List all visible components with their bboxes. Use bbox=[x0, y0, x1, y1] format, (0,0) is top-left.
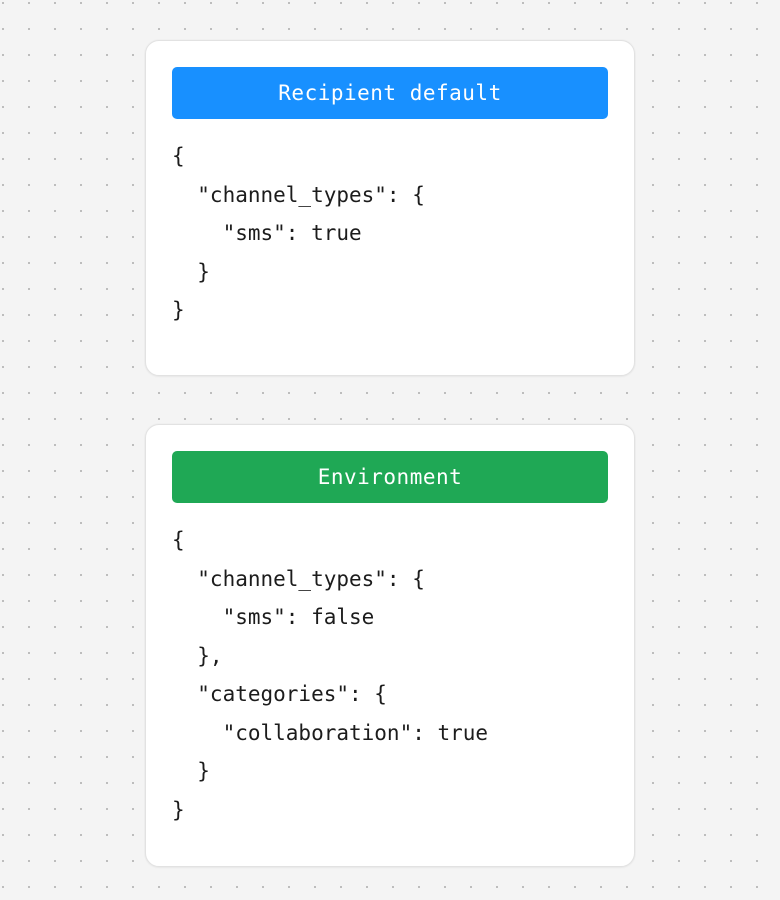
card-header-recipient-default: Recipient default bbox=[172, 67, 608, 119]
card-environment[interactable]: Environment { "channel_types": { "sms": … bbox=[145, 424, 635, 867]
card-title: Recipient default bbox=[278, 81, 502, 105]
card-recipient-default[interactable]: Recipient default { "channel_types": { "… bbox=[145, 40, 635, 376]
card-title: Environment bbox=[317, 465, 463, 489]
json-code-block-environment: { "channel_types": { "sms": false }, "ca… bbox=[172, 528, 489, 822]
json-code-block-recipient-default: { "channel_types": { "sms": true } } bbox=[172, 144, 425, 322]
card-header-environment: Environment bbox=[172, 451, 608, 503]
